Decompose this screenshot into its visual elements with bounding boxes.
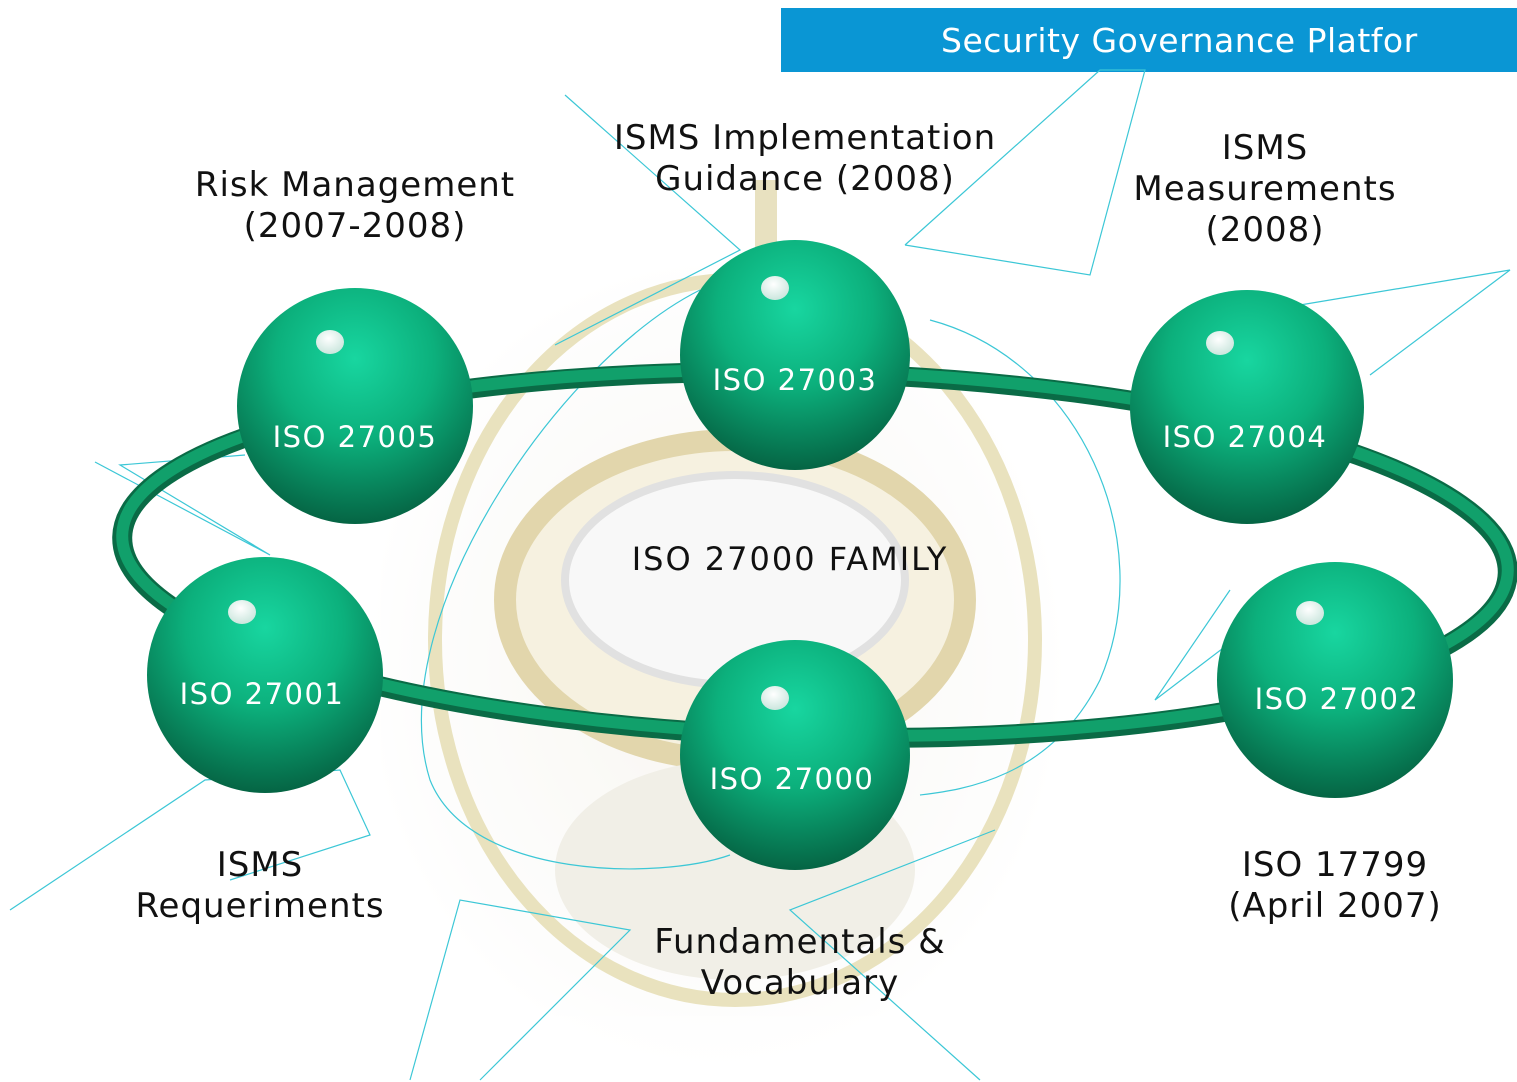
caption-isms-requirements: ISMS Requeriments — [135, 845, 385, 926]
node-iso-27000 — [680, 640, 910, 870]
node-iso-27002 — [1217, 562, 1453, 798]
caption-fundamentals: Fundamentals & Vocabulary — [654, 922, 946, 1003]
node-iso-27004 — [1130, 290, 1364, 524]
banner-title: Security Governance Platfor — [941, 21, 1418, 60]
diagram-center-title: ISO 27000 FAMILY — [631, 540, 949, 578]
caption-isms-implementation: ISMS Implementation Guidance (2008) — [613, 118, 997, 199]
label-iso-27003: ISO 27003 — [712, 363, 878, 397]
label-iso-27005: ISO 27005 — [272, 420, 438, 454]
caption-risk-management: Risk Management (2007-2008) — [194, 165, 516, 246]
caption-iso-17799: ISO 17799 (April 2007) — [1228, 845, 1442, 926]
title-banner: Security Governance Platfor — [781, 8, 1517, 72]
label-iso-27004: ISO 27004 — [1162, 420, 1328, 454]
caption-isms-measurements: ISMS Measurements (2008) — [1133, 128, 1397, 250]
node-iso-27001 — [147, 557, 383, 793]
label-iso-27000: ISO 27000 — [709, 762, 875, 796]
node-iso-27005 — [237, 288, 473, 524]
node-iso-27003 — [680, 240, 910, 470]
label-iso-27001: ISO 27001 — [179, 677, 345, 711]
label-iso-27002: ISO 27002 — [1254, 682, 1420, 716]
